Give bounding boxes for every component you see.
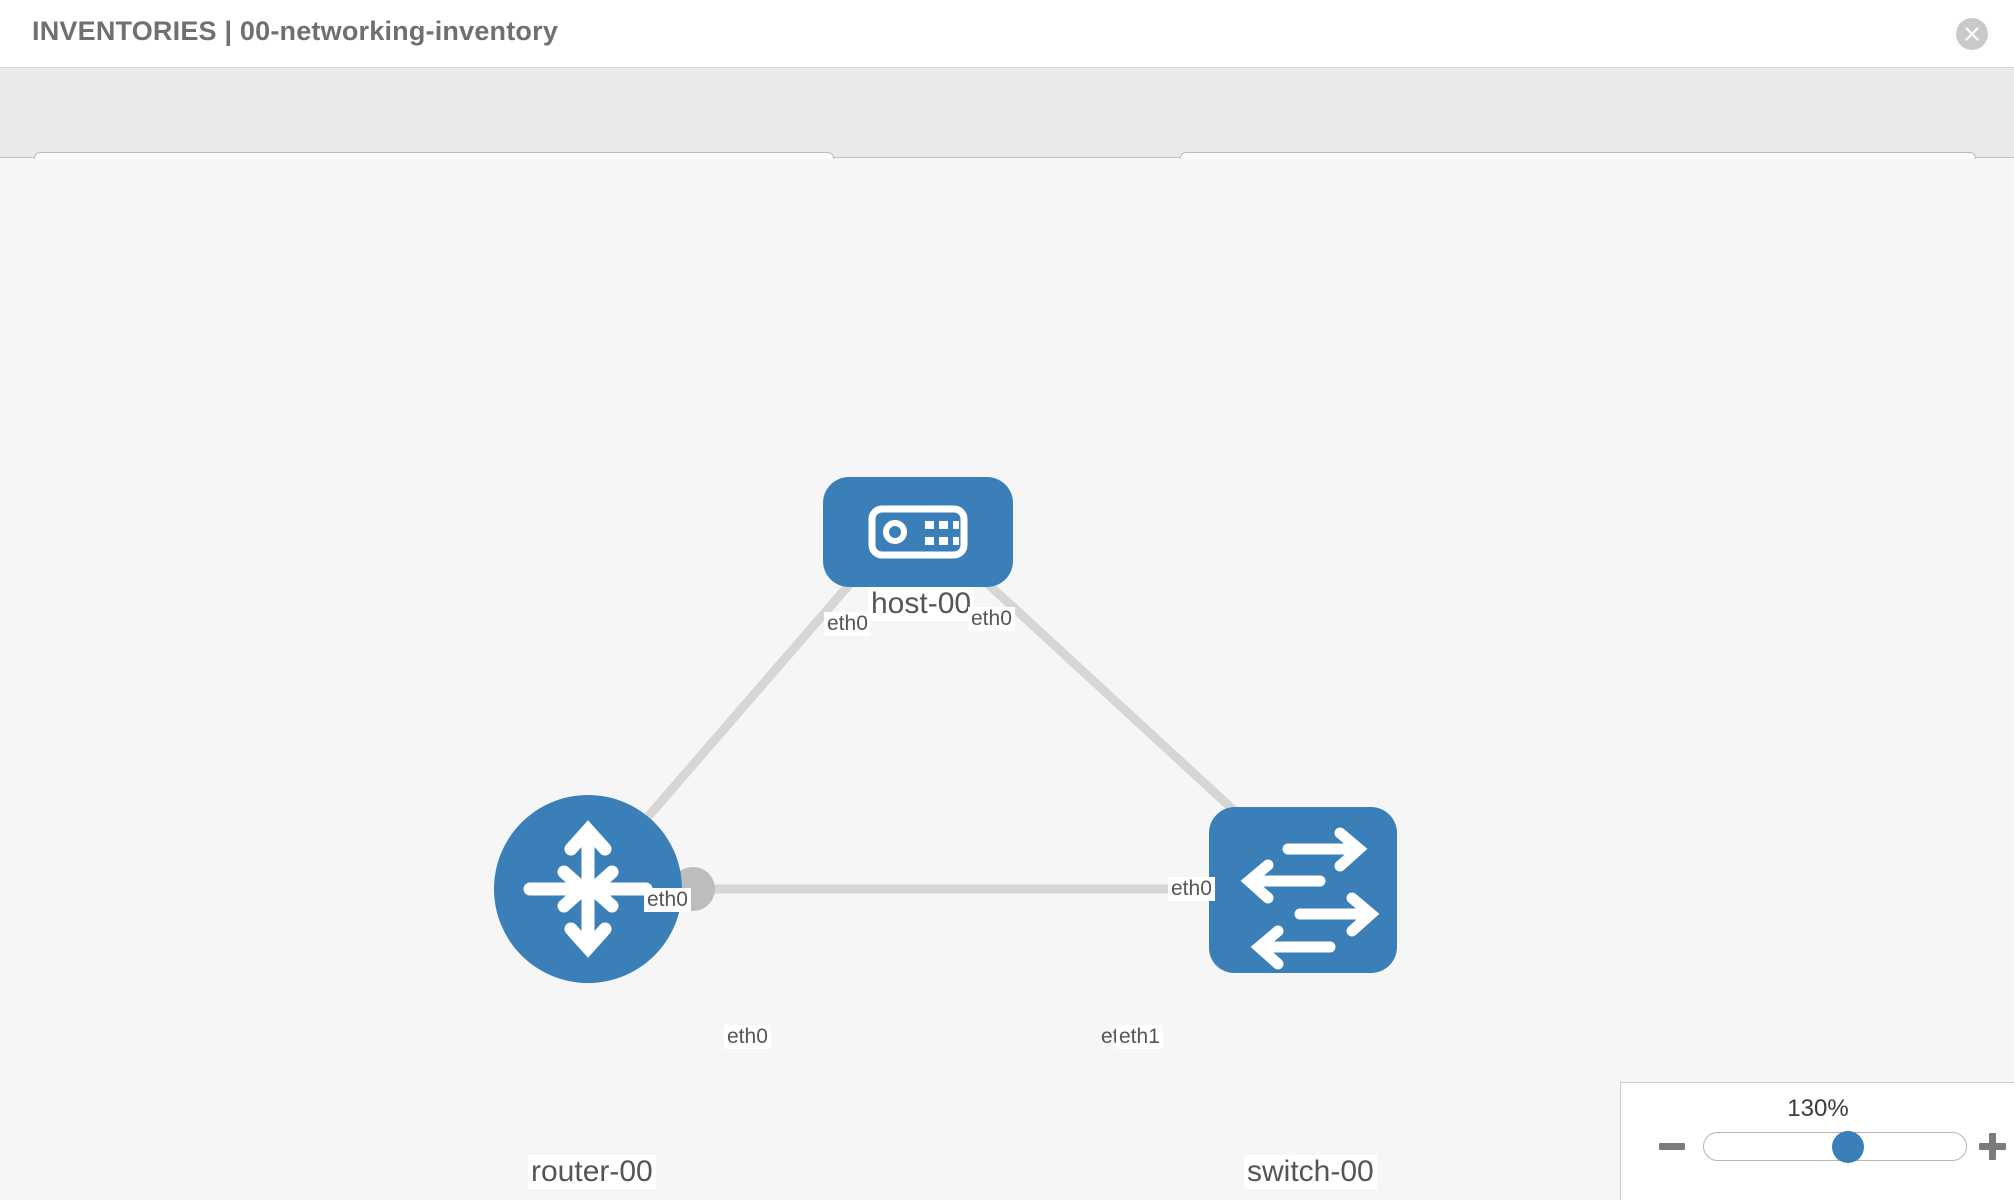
close-icon[interactable] <box>1956 18 1988 50</box>
topology-links <box>616 545 1269 894</box>
zoom-control-panel: 130% <box>1620 1082 2014 1200</box>
page-header: INVENTORIES | 00-networking-inventory <box>0 0 2014 68</box>
zoom-in-button[interactable] <box>1979 1133 2006 1160</box>
interface-label-router-upper: eth0 <box>644 888 691 913</box>
interface-label-router-right: eth0 <box>724 1025 771 1050</box>
router-arrows-icon <box>523 820 653 958</box>
link-host-switch[interactable] <box>946 545 1269 843</box>
toolbar: ACTIONS SEARCH <box>0 68 2014 210</box>
zoom-slider-thumb[interactable] <box>1832 1131 1864 1163</box>
page-title: INVENTORIES | 00-networking-inventory <box>32 16 559 46</box>
node-label-switch-00: switch-00 <box>1244 1155 1377 1189</box>
server-icon <box>868 505 968 559</box>
node-host-00[interactable] <box>823 477 1013 587</box>
node-router-00[interactable] <box>494 795 682 983</box>
zoom-level-value: 130% <box>1787 1095 1849 1122</box>
link-host-router[interactable] <box>616 546 884 852</box>
zoom-out-button[interactable] <box>1659 1143 1685 1150</box>
node-label-host-00: host-00 <box>868 587 975 621</box>
zoom-slider[interactable] <box>1703 1131 1967 1163</box>
interface-label-host-right: eth0 <box>968 607 1015 632</box>
interface-label-switch-left: eth1 <box>1116 1025 1163 1050</box>
node-label-router-00: router-00 <box>528 1155 656 1189</box>
interface-label-host-left: eth0 <box>824 612 871 637</box>
interface-label-switch-upper: eth0 <box>1168 877 1215 902</box>
topology-canvas[interactable]: host-00 router-00 switch-00 eth0 eth0 et… <box>0 159 2014 1200</box>
topology-graph <box>494 477 1397 983</box>
switch-arrows-icon <box>1240 827 1380 970</box>
node-switch-00[interactable] <box>1209 807 1397 973</box>
